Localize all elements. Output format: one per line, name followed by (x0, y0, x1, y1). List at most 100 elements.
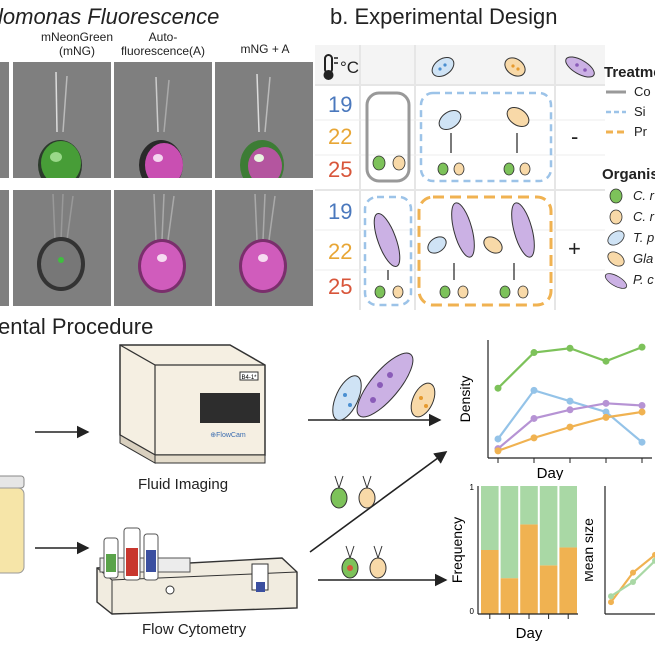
density-point (638, 401, 646, 409)
treatment-item-predation: Pr (634, 124, 647, 139)
temp-22-bottom: 22 (328, 239, 353, 264)
density-point (566, 406, 574, 414)
density-point (566, 344, 574, 352)
micrograph-merge-1 (215, 62, 313, 178)
meansize-series-line-0 (610, 554, 655, 603)
density-point (602, 399, 610, 407)
header-paramecium-icon (565, 56, 595, 78)
density-point (566, 423, 574, 431)
panel-c-title: ental Procedure (0, 314, 154, 339)
frequency-bar (500, 578, 519, 614)
culture-jar-illustration (0, 475, 25, 574)
treatment-item-single: Si (634, 104, 646, 119)
sign-minus: - (571, 124, 579, 149)
frequency-bar (539, 486, 558, 566)
device-tag: B4-1* (241, 375, 257, 381)
meansize-point (608, 593, 614, 600)
frequency-bar (520, 486, 538, 525)
density-point (530, 349, 538, 357)
meansize-point (608, 599, 614, 606)
frequency-bar (539, 565, 558, 614)
algae-pair-control (372, 155, 406, 171)
flowcam-device-illustration: B4-1* ⊕FlowCam (119, 344, 266, 464)
organism-item-2: C. r (633, 209, 654, 224)
organism-item-3: T. p (633, 230, 655, 245)
y-tick-label: 1 (470, 483, 475, 492)
panel-b-title: b. Experimental Design (330, 4, 558, 29)
density-point (602, 413, 610, 421)
frequency-bar (520, 524, 538, 614)
meansize-point (630, 579, 636, 586)
density-point (638, 343, 646, 351)
header-tetrahymena-icon (431, 56, 455, 78)
header-glaucoma-icon (504, 57, 526, 77)
algae-pair-single-1 (437, 162, 531, 176)
meansize-ylabel: Mean size (585, 518, 596, 582)
flow-cytometry-label: Flow Cytometry (142, 621, 247, 638)
organism-item-4: Gla (633, 251, 654, 266)
algae-cells-illustration-1 (330, 475, 376, 509)
treatment-legend-title: Treatme (604, 64, 655, 81)
density-point (602, 408, 610, 416)
col-label-mng: mNeonGreen (mNG) (40, 30, 114, 58)
density-point (638, 408, 646, 416)
temp-19-top: 19 (328, 92, 353, 117)
temp-19-bottom: 19 (328, 199, 353, 224)
meansize-point (652, 551, 655, 558)
density-ylabel: Density (457, 376, 473, 423)
frequency-ylabel: Frequency (449, 517, 465, 583)
predator-cells-illustration (332, 352, 436, 421)
density-point (494, 435, 502, 443)
micrograph-partial-2 (0, 190, 9, 306)
device-brand: ⊕FlowCam (210, 432, 246, 439)
density-point (530, 414, 538, 422)
meansize-series-line-1 (610, 560, 655, 598)
density-point (530, 434, 538, 442)
micrograph-merge-2 (215, 190, 313, 306)
density-point (638, 438, 646, 446)
organism-item-5: P. c (633, 272, 654, 287)
organism-legend-icons (604, 188, 628, 289)
sign-plus: + (568, 236, 581, 261)
micrograph-autofluor-2 (114, 190, 212, 306)
density-xlabel: Day (537, 465, 564, 480)
density-series-line-0 (497, 346, 643, 389)
temp-unit: °C (340, 58, 360, 77)
frequency-bar (559, 547, 577, 614)
col-label-autofluor: Auto- fluorescence(A) (120, 30, 206, 58)
micrograph-partial (0, 62, 9, 178)
organism-item-1: C. r (633, 188, 654, 203)
density-point (494, 384, 502, 392)
treatment-item-control: Co (634, 84, 651, 99)
algae-cells-illustration-2 (341, 545, 387, 579)
fluid-imaging-label: Fluid Imaging (138, 476, 229, 493)
flow-cytometer-illustration (96, 527, 298, 615)
panel-a-title: lomonas Fluorescence (0, 4, 220, 29)
frequency-xlabel: Day (516, 625, 543, 642)
design-grid (315, 45, 655, 310)
frequency-bar (559, 486, 577, 548)
frequency-bar (481, 486, 499, 550)
temp-25-bottom: 25 (328, 274, 353, 299)
thermometer-icon (323, 54, 338, 80)
micrograph-mng-1 (13, 62, 111, 178)
density-point (530, 386, 538, 394)
frequency-bar (500, 486, 519, 579)
meansize-point (652, 557, 655, 564)
temp-25-top: 25 (328, 157, 353, 182)
treatment-legend-swatches (606, 90, 626, 134)
meansize-point (630, 569, 636, 576)
density-point (566, 397, 574, 405)
frequency-bar (481, 550, 499, 614)
density-point (602, 357, 610, 365)
organism-legend-title: Organis (602, 166, 655, 183)
density-point (494, 447, 502, 455)
mean-size-chart: Mean size (585, 486, 655, 615)
y-tick-label: 0 (470, 607, 475, 616)
micrograph-mng-2 (13, 190, 111, 306)
col-label-merge: mNG + A (240, 42, 290, 56)
temp-22-top: 22 (328, 124, 353, 149)
